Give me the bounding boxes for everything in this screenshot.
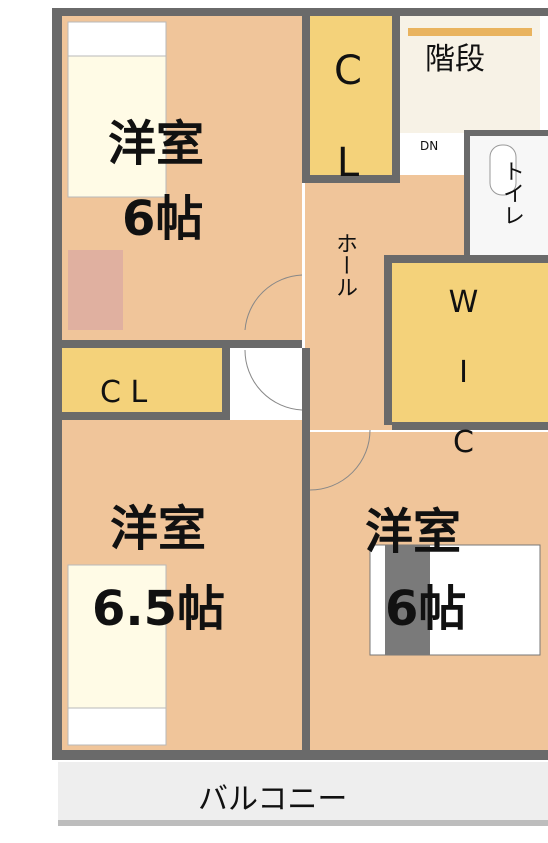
bedroom-sw-name: 洋室 — [110, 501, 207, 557]
balcony-label: バルコニー — [198, 782, 348, 817]
bedroom-nw-size: 6帖 — [122, 191, 204, 247]
bedroom-nw-name: 洋室 — [108, 116, 205, 172]
closet-w-floor — [62, 348, 222, 418]
stairs-direction: DN — [420, 139, 439, 153]
sw-door-swing — [244, 349, 303, 411]
bed-sw-pillows — [67, 707, 167, 746]
toilet-label: トイレ — [499, 160, 524, 226]
balcony-rail — [58, 820, 548, 826]
stairs-rail — [408, 28, 532, 36]
wic-label: W I C — [446, 285, 481, 460]
hall-label: ホール — [332, 232, 357, 298]
stairs-label: 階段 — [425, 42, 485, 77]
balcony-floor — [58, 762, 548, 824]
bed-nw-pillows — [67, 21, 167, 57]
desk-nw — [68, 250, 123, 330]
bedroom-se-size: 6帖 — [385, 581, 467, 637]
toilet-fixture — [489, 144, 517, 196]
hall-door-swing — [244, 274, 303, 331]
wic-floor — [392, 262, 548, 422]
closet-w-label: C L — [100, 375, 148, 410]
walls — [52, 8, 548, 760]
bedroom-sw-size: 6.5帖 — [92, 581, 226, 637]
bedroom-se-name: 洋室 — [365, 504, 462, 560]
closet-n-floor — [310, 15, 392, 175]
se-door-swing — [309, 429, 371, 491]
bed-se-throw — [385, 545, 430, 655]
closet-n-label: C L — [325, 48, 371, 186]
